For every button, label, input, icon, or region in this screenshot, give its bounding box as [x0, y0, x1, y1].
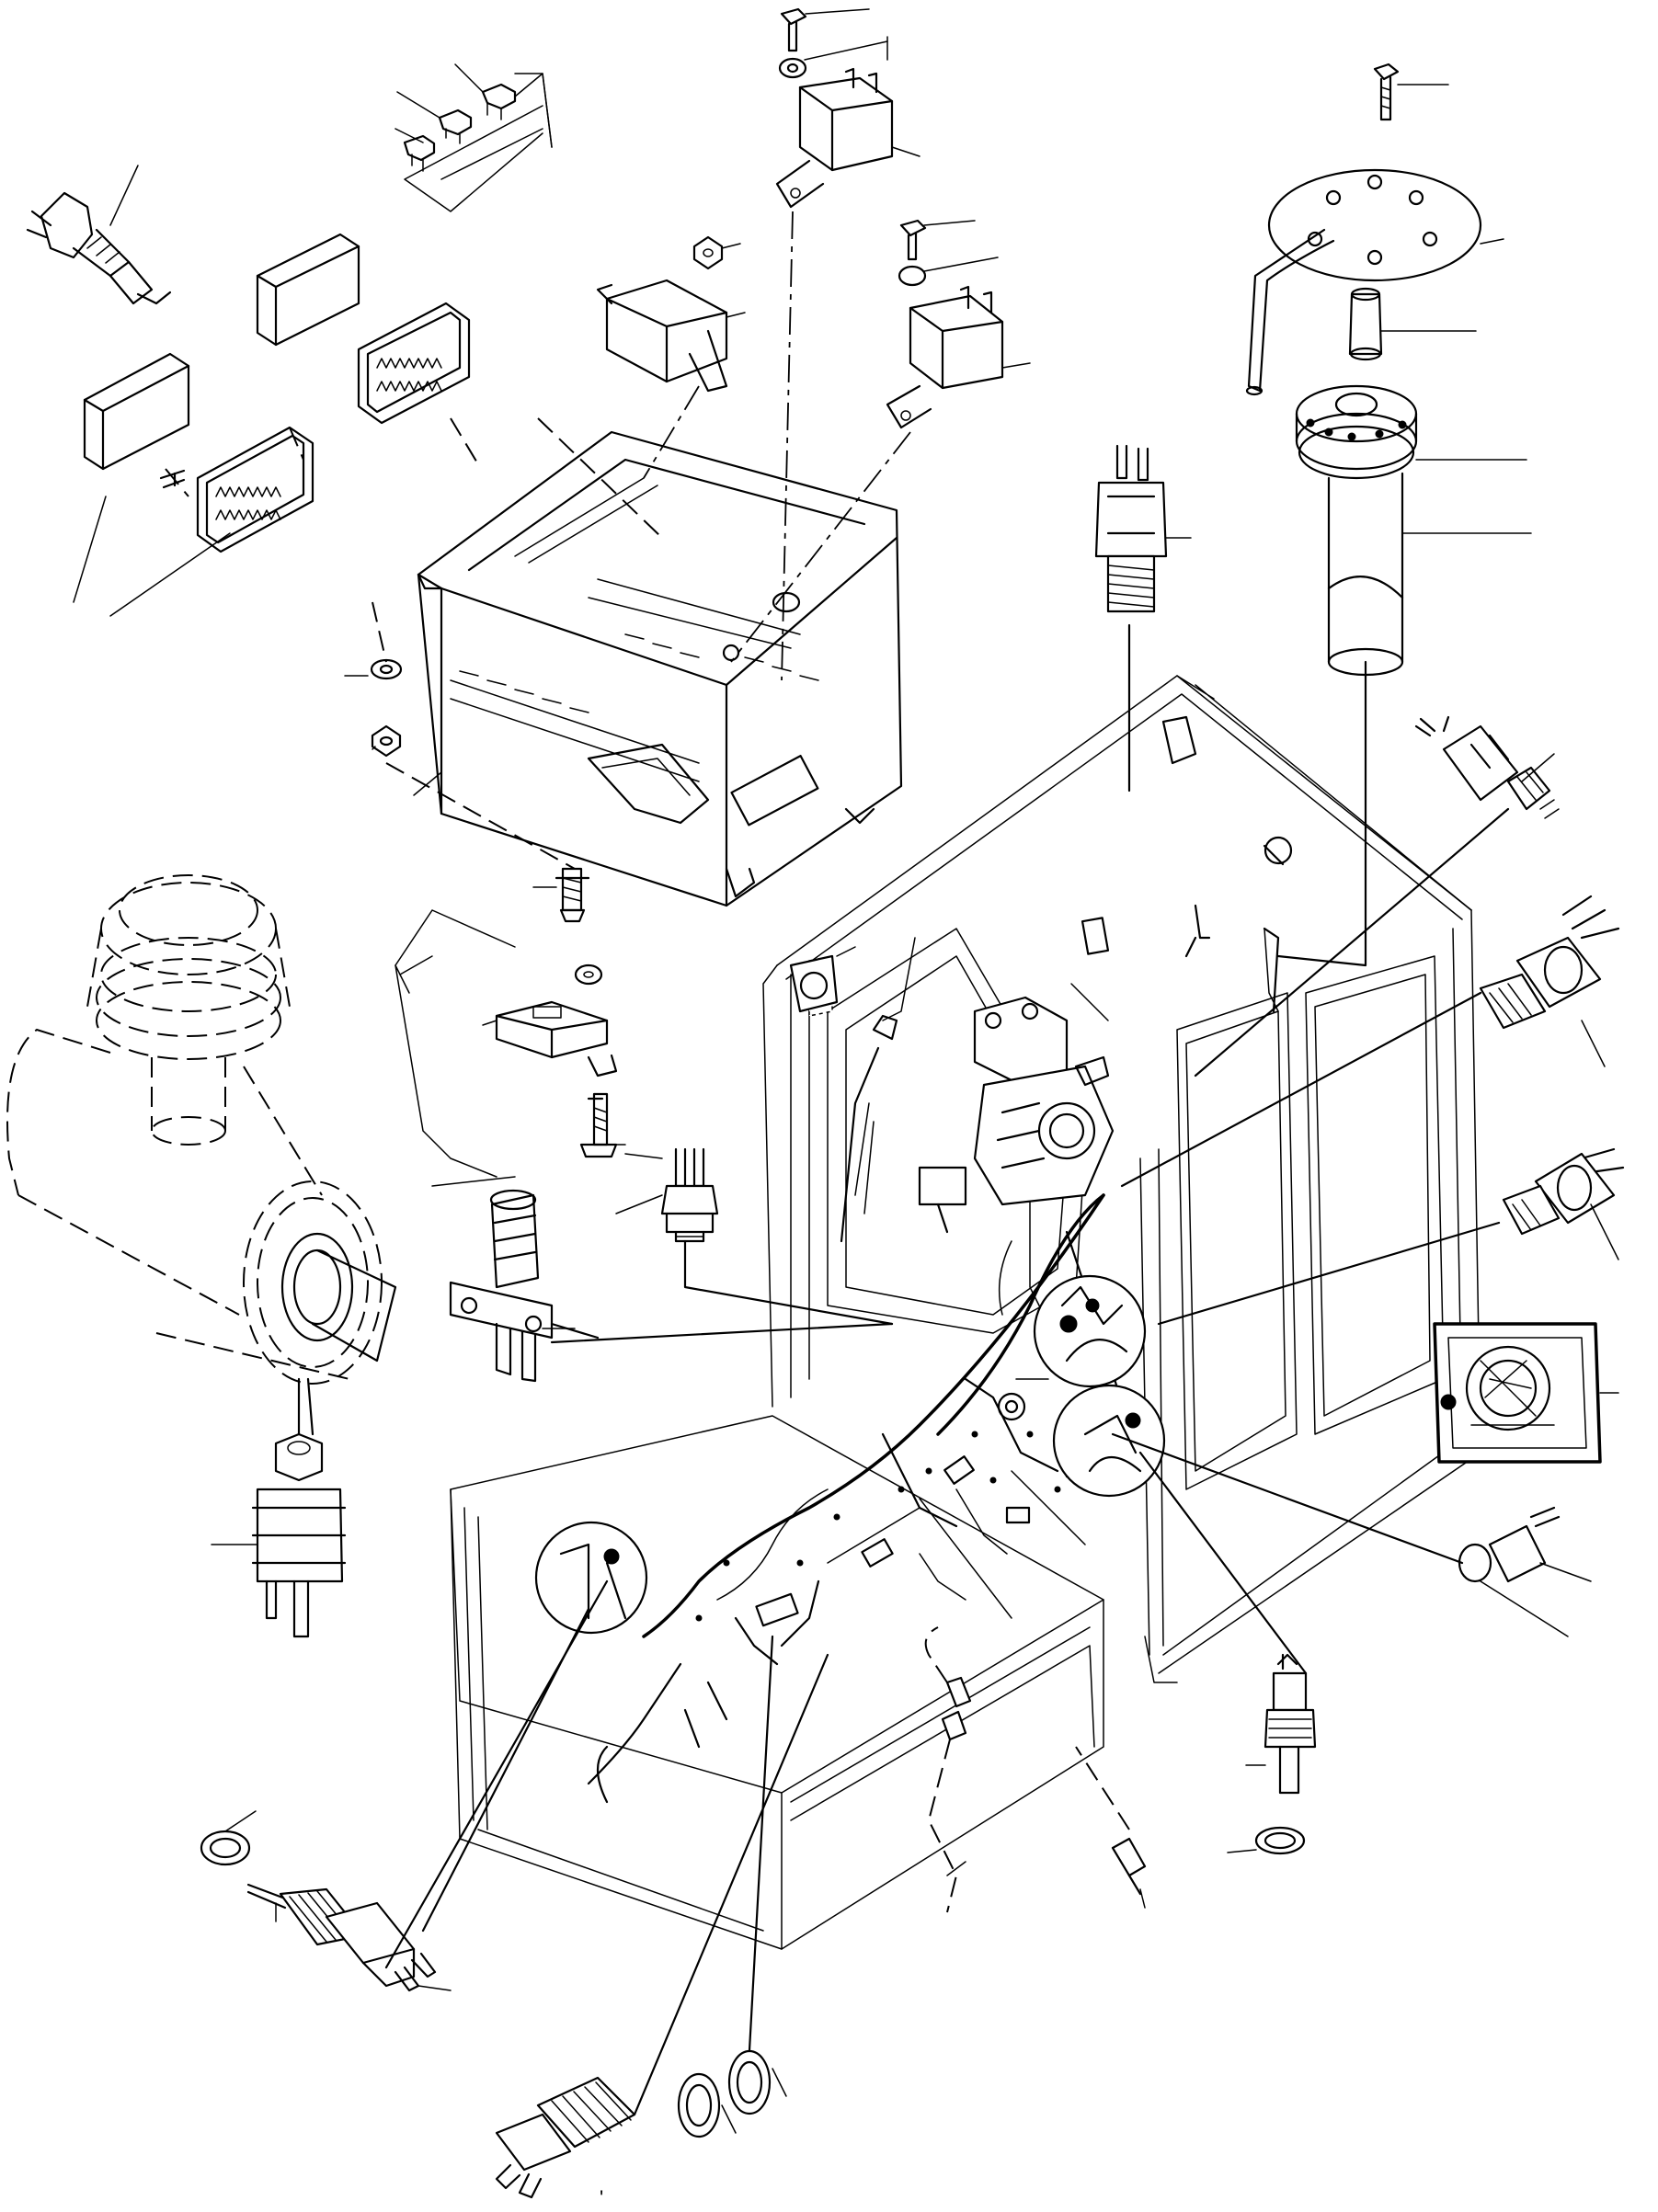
fuse-connector-lower: [161, 428, 313, 552]
temp-sensor-mid: [662, 1149, 717, 1241]
pressure-switch-top-left: [28, 193, 170, 303]
relay-mid-left: [497, 965, 616, 1157]
relay-right: [887, 221, 1002, 428]
pressure-switch-right-2: [1481, 896, 1618, 1028]
leader-lines: [74, 9, 1618, 2133]
fuse-block-cover-lower: [85, 354, 189, 469]
horn-switch: [451, 1191, 598, 1381]
gauge-panel: [1435, 1324, 1600, 1462]
bullet-connectors: [926, 1627, 1145, 1912]
fuse-connector-upper: [359, 303, 469, 423]
pressure-switch-top-center: [1096, 446, 1166, 791]
wiring-harness: [589, 1195, 1131, 1802]
footnote-mark: ': [600, 2186, 603, 2209]
air-filter-dashed: [7, 875, 395, 1384]
pressure-switch-right-1: [1416, 717, 1559, 818]
oil-pressure-sender: [1459, 1508, 1559, 1581]
connector-clips: [405, 85, 543, 211]
sensor-lower-left: [201, 1831, 435, 1990]
instrument-console: [791, 717, 1291, 1241]
sender-lower-center: [497, 2051, 770, 2197]
temperature-sensor-lower-right: [1256, 1655, 1315, 1853]
relay-left: [598, 237, 726, 391]
relay-box-tray: [418, 432, 901, 906]
connection-lines: [166, 74, 1508, 2115]
relay-upper: [777, 9, 892, 207]
detail-circles: [536, 1276, 1164, 1633]
air-filter-indicator: [253, 1379, 345, 1636]
fasteners-tray: [372, 660, 589, 921]
pressure-switch-right-3: [1504, 1149, 1623, 1234]
fuel-gauge-sender: [1247, 64, 1481, 938]
fuse-block-cover-upper: [257, 234, 359, 345]
